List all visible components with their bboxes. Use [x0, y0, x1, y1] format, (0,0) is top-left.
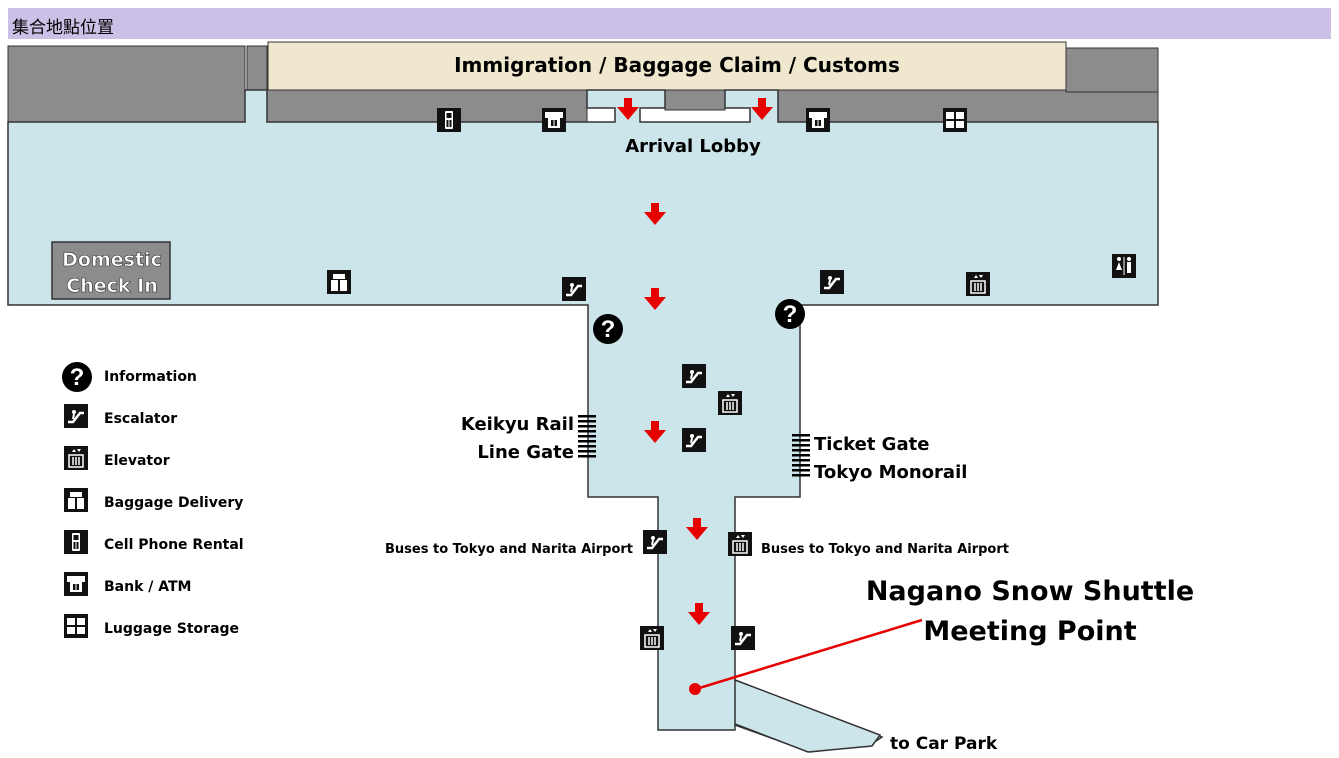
- wall-block-small: [246, 45, 268, 91]
- domestic-check-in-box: [51, 241, 171, 300]
- car-park-passage: [734, 678, 882, 753]
- bank-atm-icon: [541, 107, 567, 133]
- bank-atm-icon: [63, 571, 89, 597]
- car-park-label: to Car Park: [890, 734, 998, 754]
- toilet-icon: [1111, 253, 1137, 279]
- cell-phone-icon: [436, 107, 462, 133]
- header-bar: 集合地點位置: [8, 8, 1331, 39]
- legend-label: Baggage Delivery: [104, 495, 243, 511]
- baggage-delivery-icon: [327, 270, 351, 294]
- legend-label: Escalator: [104, 411, 177, 427]
- page-title: 集合地點位置: [12, 18, 114, 38]
- wall-block-center: [664, 89, 726, 111]
- keikyu-gate-icon: [578, 415, 596, 458]
- meeting-point-dot: [689, 683, 701, 695]
- buses-left-label: Buses to Tokyo and Narita Airport: [385, 542, 633, 557]
- bank-atm-icon: [805, 107, 831, 133]
- legend-label: Information: [104, 369, 197, 385]
- arrival-floor: [7, 89, 1159, 753]
- keikyu-label-2: Line Gate: [477, 442, 574, 463]
- escalator-icon: [818, 268, 846, 296]
- meeting-point-label-2: Meeting Point: [923, 616, 1136, 647]
- legend-label: Bank / ATM: [104, 579, 192, 595]
- buses-right-label: Buses to Tokyo and Narita Airport: [761, 542, 1009, 557]
- meeting-point-pointer: [695, 618, 923, 691]
- cell-phone-icon: [63, 529, 89, 555]
- immigration-area: [267, 41, 1067, 91]
- information-icon: [593, 314, 623, 344]
- elevator-icon: [965, 271, 991, 297]
- luggage-storage-icon: [943, 108, 967, 132]
- legend-label: Elevator: [104, 453, 170, 469]
- elevator-icon: [63, 445, 89, 471]
- immigration-label: Immigration / Baggage Claim / Customs: [454, 53, 900, 77]
- escalator-icon: [62, 402, 90, 430]
- monorail-gate-icon: [792, 434, 810, 477]
- domestic-label-1: Domestic: [62, 249, 162, 271]
- escalator-icon: [680, 362, 708, 390]
- legend-label: Cell Phone Rental: [104, 537, 244, 553]
- legend-label: Luggage Storage: [104, 621, 239, 637]
- elevator-icon: [717, 390, 743, 416]
- meeting-point-label-1: Nagano Snow Shuttle: [866, 576, 1194, 607]
- monorail-label-2: Tokyo Monorail: [814, 462, 967, 483]
- wall-block-right: [1065, 47, 1159, 93]
- elevator-icon: [639, 625, 665, 651]
- luggage-storage-icon: [64, 614, 88, 638]
- keikyu-label-1: Keikyu Rail: [461, 414, 574, 435]
- legend: Information Escalator Elevator Baggage D…: [62, 362, 244, 638]
- escalator-icon: [560, 275, 588, 303]
- wall-block-left: [7, 45, 246, 123]
- elevator-icon: [727, 531, 753, 557]
- information-icon: [62, 362, 92, 392]
- monorail-label-1: Ticket Gate: [814, 434, 929, 455]
- wall-block-center-right: [777, 89, 1159, 123]
- arrival-lobby-label: Arrival Lobby: [625, 136, 761, 157]
- escalator-icon: [641, 528, 669, 556]
- escalator-icon: [680, 426, 708, 454]
- domestic-label-2: Check In: [66, 275, 157, 297]
- wall-block-center-left: [266, 89, 588, 123]
- baggage-delivery-icon: [64, 488, 88, 512]
- escalator-icon: [729, 624, 757, 652]
- information-icon: [775, 299, 805, 329]
